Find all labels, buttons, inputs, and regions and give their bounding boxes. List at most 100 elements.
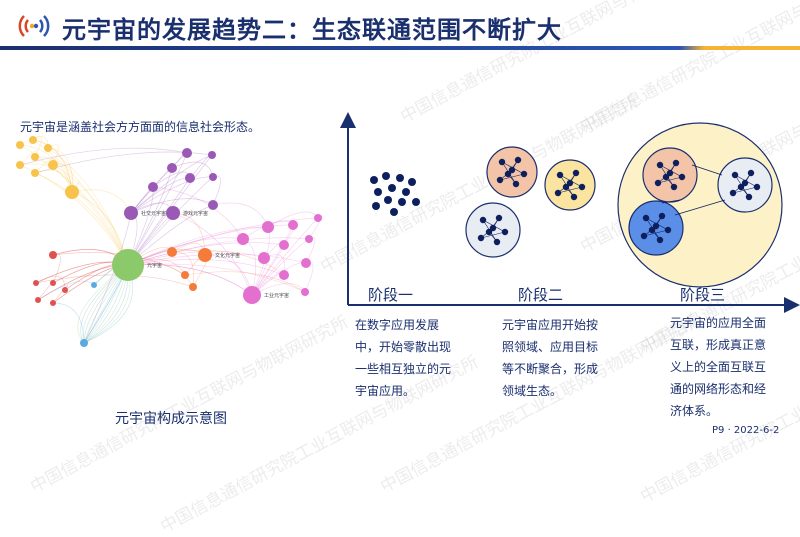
network-node [16, 141, 24, 149]
app-node [496, 176, 504, 184]
network-edge [184, 271, 306, 293]
network-node [301, 258, 311, 268]
app-node [666, 169, 674, 177]
node-game [166, 206, 180, 220]
network-node [237, 233, 249, 245]
node-label-social: 社交元宇宙 [141, 210, 166, 217]
metaverse-network-graph: 元宇宙社交元宇宙游戏元宇宙文化元宇宙工业元宇宙 [16, 136, 323, 347]
stage-diagram [340, 112, 800, 313]
app-node [640, 232, 648, 240]
network-node [80, 339, 88, 347]
cluster-link [732, 186, 758, 194]
network-node [65, 185, 79, 199]
app-node [562, 183, 570, 191]
network-node [31, 169, 39, 177]
stage-2-description: 元宇宙应用开始按照领域、应用目标等不断聚合，形成领域生态。 [502, 318, 599, 398]
network-node [91, 282, 97, 288]
node-industry [243, 286, 261, 304]
app-node [479, 216, 487, 224]
network-node [35, 297, 41, 303]
app-node [501, 228, 509, 236]
app-node [741, 179, 749, 187]
network-node [208, 200, 218, 210]
stage-1-label: 阶段一 [368, 286, 414, 304]
network-node [279, 240, 289, 250]
network-node [189, 283, 197, 291]
app-node [753, 183, 761, 191]
network-node [301, 288, 309, 296]
network-edge [152, 186, 244, 240]
network-edge [127, 237, 244, 266]
node-label-culture: 文化元宇宙 [215, 252, 240, 259]
network-node [208, 151, 216, 159]
network-node [305, 235, 313, 243]
app-node [747, 169, 755, 177]
app-node [508, 166, 516, 174]
network-edge [130, 154, 213, 214]
network-node [182, 148, 192, 158]
app-node [656, 236, 664, 244]
network-edge [127, 237, 310, 266]
app-node [504, 170, 512, 178]
network-node [33, 280, 39, 286]
app-node [477, 234, 485, 242]
app-node [648, 226, 656, 234]
network-node [48, 160, 58, 170]
cluster-link [480, 231, 506, 239]
network-edge [171, 249, 285, 276]
network-node [279, 270, 289, 280]
cluster-link [557, 186, 583, 194]
isolated-app-dot [382, 172, 390, 180]
network-edge [77, 264, 129, 344]
network-node [16, 161, 24, 169]
network-edge [37, 280, 95, 301]
stage-3-description: 元宇宙的应用全面互联，形成真正意义上的全面互联互通的网络形态和经济体系。 [670, 316, 767, 418]
page-footer: P9 · 2022-6-2 [712, 425, 780, 436]
cluster-connection [674, 199, 726, 216]
app-node [642, 214, 650, 222]
broadcast-icon [18, 15, 50, 37]
network-node [167, 247, 177, 257]
app-node [512, 180, 520, 188]
app-node [662, 173, 670, 181]
network-edge [19, 147, 188, 166]
network-edge [127, 242, 285, 266]
app-node [572, 169, 580, 177]
app-node [729, 189, 737, 197]
app-node [731, 171, 739, 179]
network-node [31, 153, 39, 161]
network-caption: 元宇宙构成示意图 [115, 411, 227, 427]
network-node [49, 251, 57, 259]
network-node [181, 271, 189, 279]
cluster-link [499, 173, 525, 181]
header: 元宇宙的发展趋势二：生态联通范围不断扩大 [0, 0, 800, 50]
network-edge [35, 275, 66, 291]
network-node [167, 163, 177, 173]
network-edge [32, 139, 73, 193]
network-node [44, 144, 52, 152]
app-node [654, 179, 662, 187]
node-label-game: 游戏元宇宙 [183, 210, 208, 217]
isolated-app-dot [370, 176, 378, 184]
network-edge [127, 152, 188, 266]
app-node [670, 183, 678, 191]
isolated-app-dot [384, 196, 392, 204]
network-edge [130, 198, 214, 214]
cluster-connection [691, 164, 723, 176]
node-label-center: 元宇宙 [147, 262, 162, 269]
isolated-app-dot [396, 174, 404, 182]
network-subtitle: 元宇宙是涵盖社会方方面面的信息社会形态。 [20, 120, 261, 134]
network-edge [32, 139, 73, 193]
app-node [489, 224, 497, 232]
node-social [124, 206, 138, 220]
network-edge [52, 302, 85, 344]
app-node [520, 170, 528, 178]
app-node [652, 222, 660, 230]
network-edge [127, 259, 285, 276]
network-edge [127, 217, 319, 266]
app-node [672, 159, 680, 167]
app-node [678, 173, 686, 181]
page-title: 元宇宙的发展趋势二：生态联通范围不断扩大 [62, 16, 562, 44]
app-node [493, 238, 501, 246]
app-node [578, 183, 586, 191]
